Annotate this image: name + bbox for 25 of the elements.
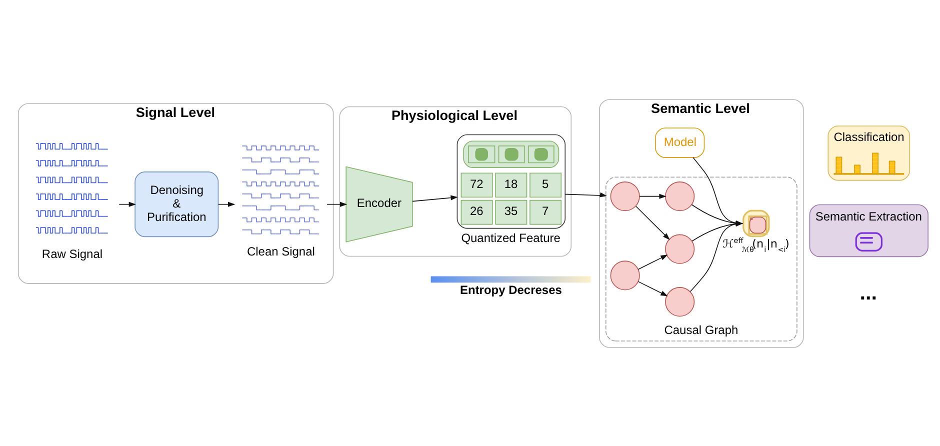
- label: ...: [860, 281, 878, 304]
- arrow: [692, 220, 743, 242]
- node-text: Raw Signal: [42, 246, 103, 260]
- arrow: [638, 254, 668, 270]
- node-label: ℋ$^{eff}$$_{ℳθ}$(n$_{i}$|n$_{<i}$): [722, 236, 790, 254]
- node-circle: [665, 286, 695, 316]
- arrow: [691, 204, 743, 226]
- label: Entropy Decreses: [460, 282, 562, 296]
- node-circle: [610, 181, 640, 211]
- arrow: [326, 201, 348, 206]
- node-circle: [665, 181, 695, 211]
- node-circle: [665, 234, 695, 264]
- arrow: [638, 280, 668, 296]
- node-box: Encoder: [346, 166, 413, 242]
- arrow: [635, 205, 670, 240]
- node-label: Quantized Feature: [461, 230, 560, 244]
- arrow: [639, 193, 666, 198]
- node-text: Clean Signal: [246, 244, 315, 258]
- arrow: [564, 192, 608, 197]
- arrow: [690, 220, 743, 292]
- arrow: [218, 201, 236, 206]
- arrow: [692, 156, 743, 226]
- arrow: [118, 201, 136, 206]
- node-circle: [610, 260, 640, 290]
- arrow: [412, 194, 458, 202]
